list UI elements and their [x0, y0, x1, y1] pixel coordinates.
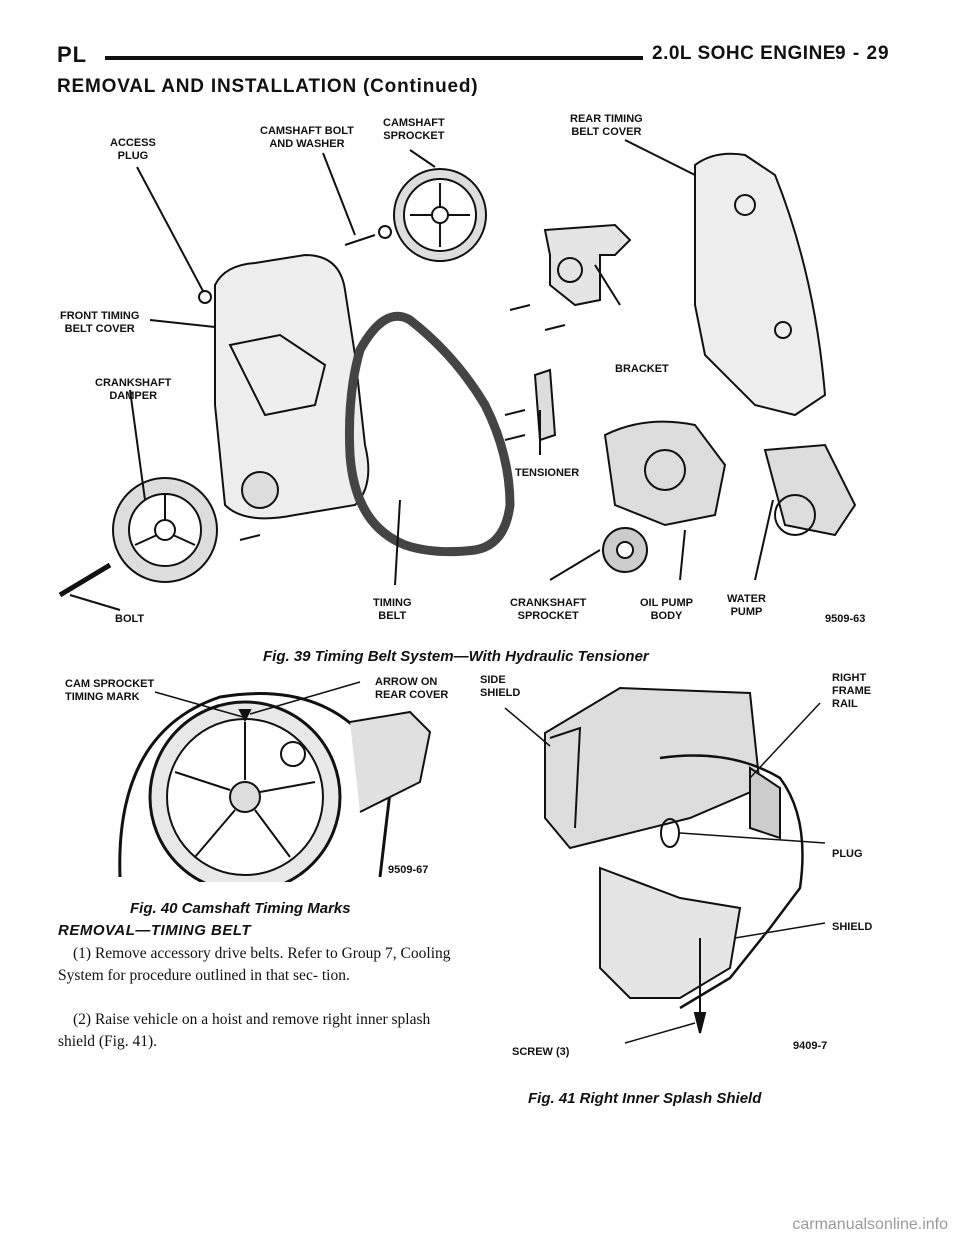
- section-code: PL: [57, 42, 88, 67]
- figure-40-caption: Fig. 40 Camshaft Timing Marks: [130, 900, 351, 917]
- watermark: carmanualsonline.info: [792, 1216, 948, 1233]
- timing-belt-illustration: [58, 139, 857, 611]
- label-timing-belt: TIMING BELT: [373, 597, 412, 622]
- label-plug: PLUG: [832, 848, 863, 860]
- label-access-plug: ACCESS PLUG: [110, 137, 156, 162]
- label-bolt: BOLT: [115, 613, 145, 625]
- label-crankshaft-damper: CRANKSHAFT DAMPER: [95, 377, 172, 402]
- label-bracket: BRACKET: [615, 363, 669, 375]
- label-crankshaft-sprocket: CRANKSHAFT SPROCKET: [510, 597, 587, 622]
- label-cam-sprocket-timing-mark: CAM SPROCKET TIMING MARK: [65, 678, 155, 703]
- figure-right-inner-splash-shield: SIDE SHIELD RIGHT FRAME RAIL PLUG SHIELD…: [480, 668, 900, 1083]
- section-title: REMOVAL AND INSTALLATION (Continued): [57, 76, 479, 97]
- figure-timing-belt-system: ACCESS PLUG CAMSHAFT BOLT AND WASHER CAM…: [55, 105, 905, 635]
- step-2: (2) Raise vehicle on a hoist and remove …: [58, 1011, 431, 1050]
- figure-code: 9409-7: [793, 1040, 828, 1052]
- label-oil-pump-body: OIL PUMP BODY: [640, 597, 693, 622]
- figure-code: 9509-63: [825, 613, 866, 625]
- label-camshaft-sprocket: CAMSHAFT SPROCKET: [383, 117, 445, 142]
- label-camshaft-bolt: CAMSHAFT BOLT AND WASHER: [260, 125, 354, 150]
- header-rule: [105, 56, 643, 60]
- label-right-frame-rail: RIGHT FRAME RAIL: [832, 672, 872, 710]
- label-water-pump: WATER PUMP: [727, 593, 766, 618]
- subsection-heading: REMOVAL—TIMING BELT: [58, 922, 252, 939]
- figure-camshaft-timing-marks: CAM SPROCKET TIMING MARK ARROW ON REAR C…: [60, 672, 460, 882]
- label-shield: SHIELD: [832, 921, 873, 933]
- label-arrow-on-rear-cover: ARROW ON REAR COVER: [375, 676, 449, 701]
- figure-code: 9509-67: [388, 864, 429, 876]
- figure-41-caption: Fig. 41 Right Inner Splash Shield: [528, 1090, 762, 1107]
- figure-39-caption: Fig. 39 Timing Belt System—With Hydrauli…: [263, 648, 649, 665]
- label-tensioner: TENSIONER: [515, 467, 580, 479]
- chapter-title: 2.0L SOHC ENGINE: [652, 43, 836, 64]
- camshaft-illustration: [118, 681, 432, 882]
- splash-shield-illustration: [504, 686, 826, 1044]
- step-1: (1) Remove accessory drive belts. Refer …: [58, 945, 451, 984]
- label-screw: SCREW (3): [512, 1046, 570, 1058]
- label-side-shield: SIDE SHIELD: [480, 674, 521, 699]
- page-number: 9 - 29: [835, 43, 890, 64]
- label-rear-timing-belt-cover: REAR TIMING BELT COVER: [570, 113, 643, 138]
- label-front-timing-belt-cover: FRONT TIMING BELT COVER: [60, 310, 140, 335]
